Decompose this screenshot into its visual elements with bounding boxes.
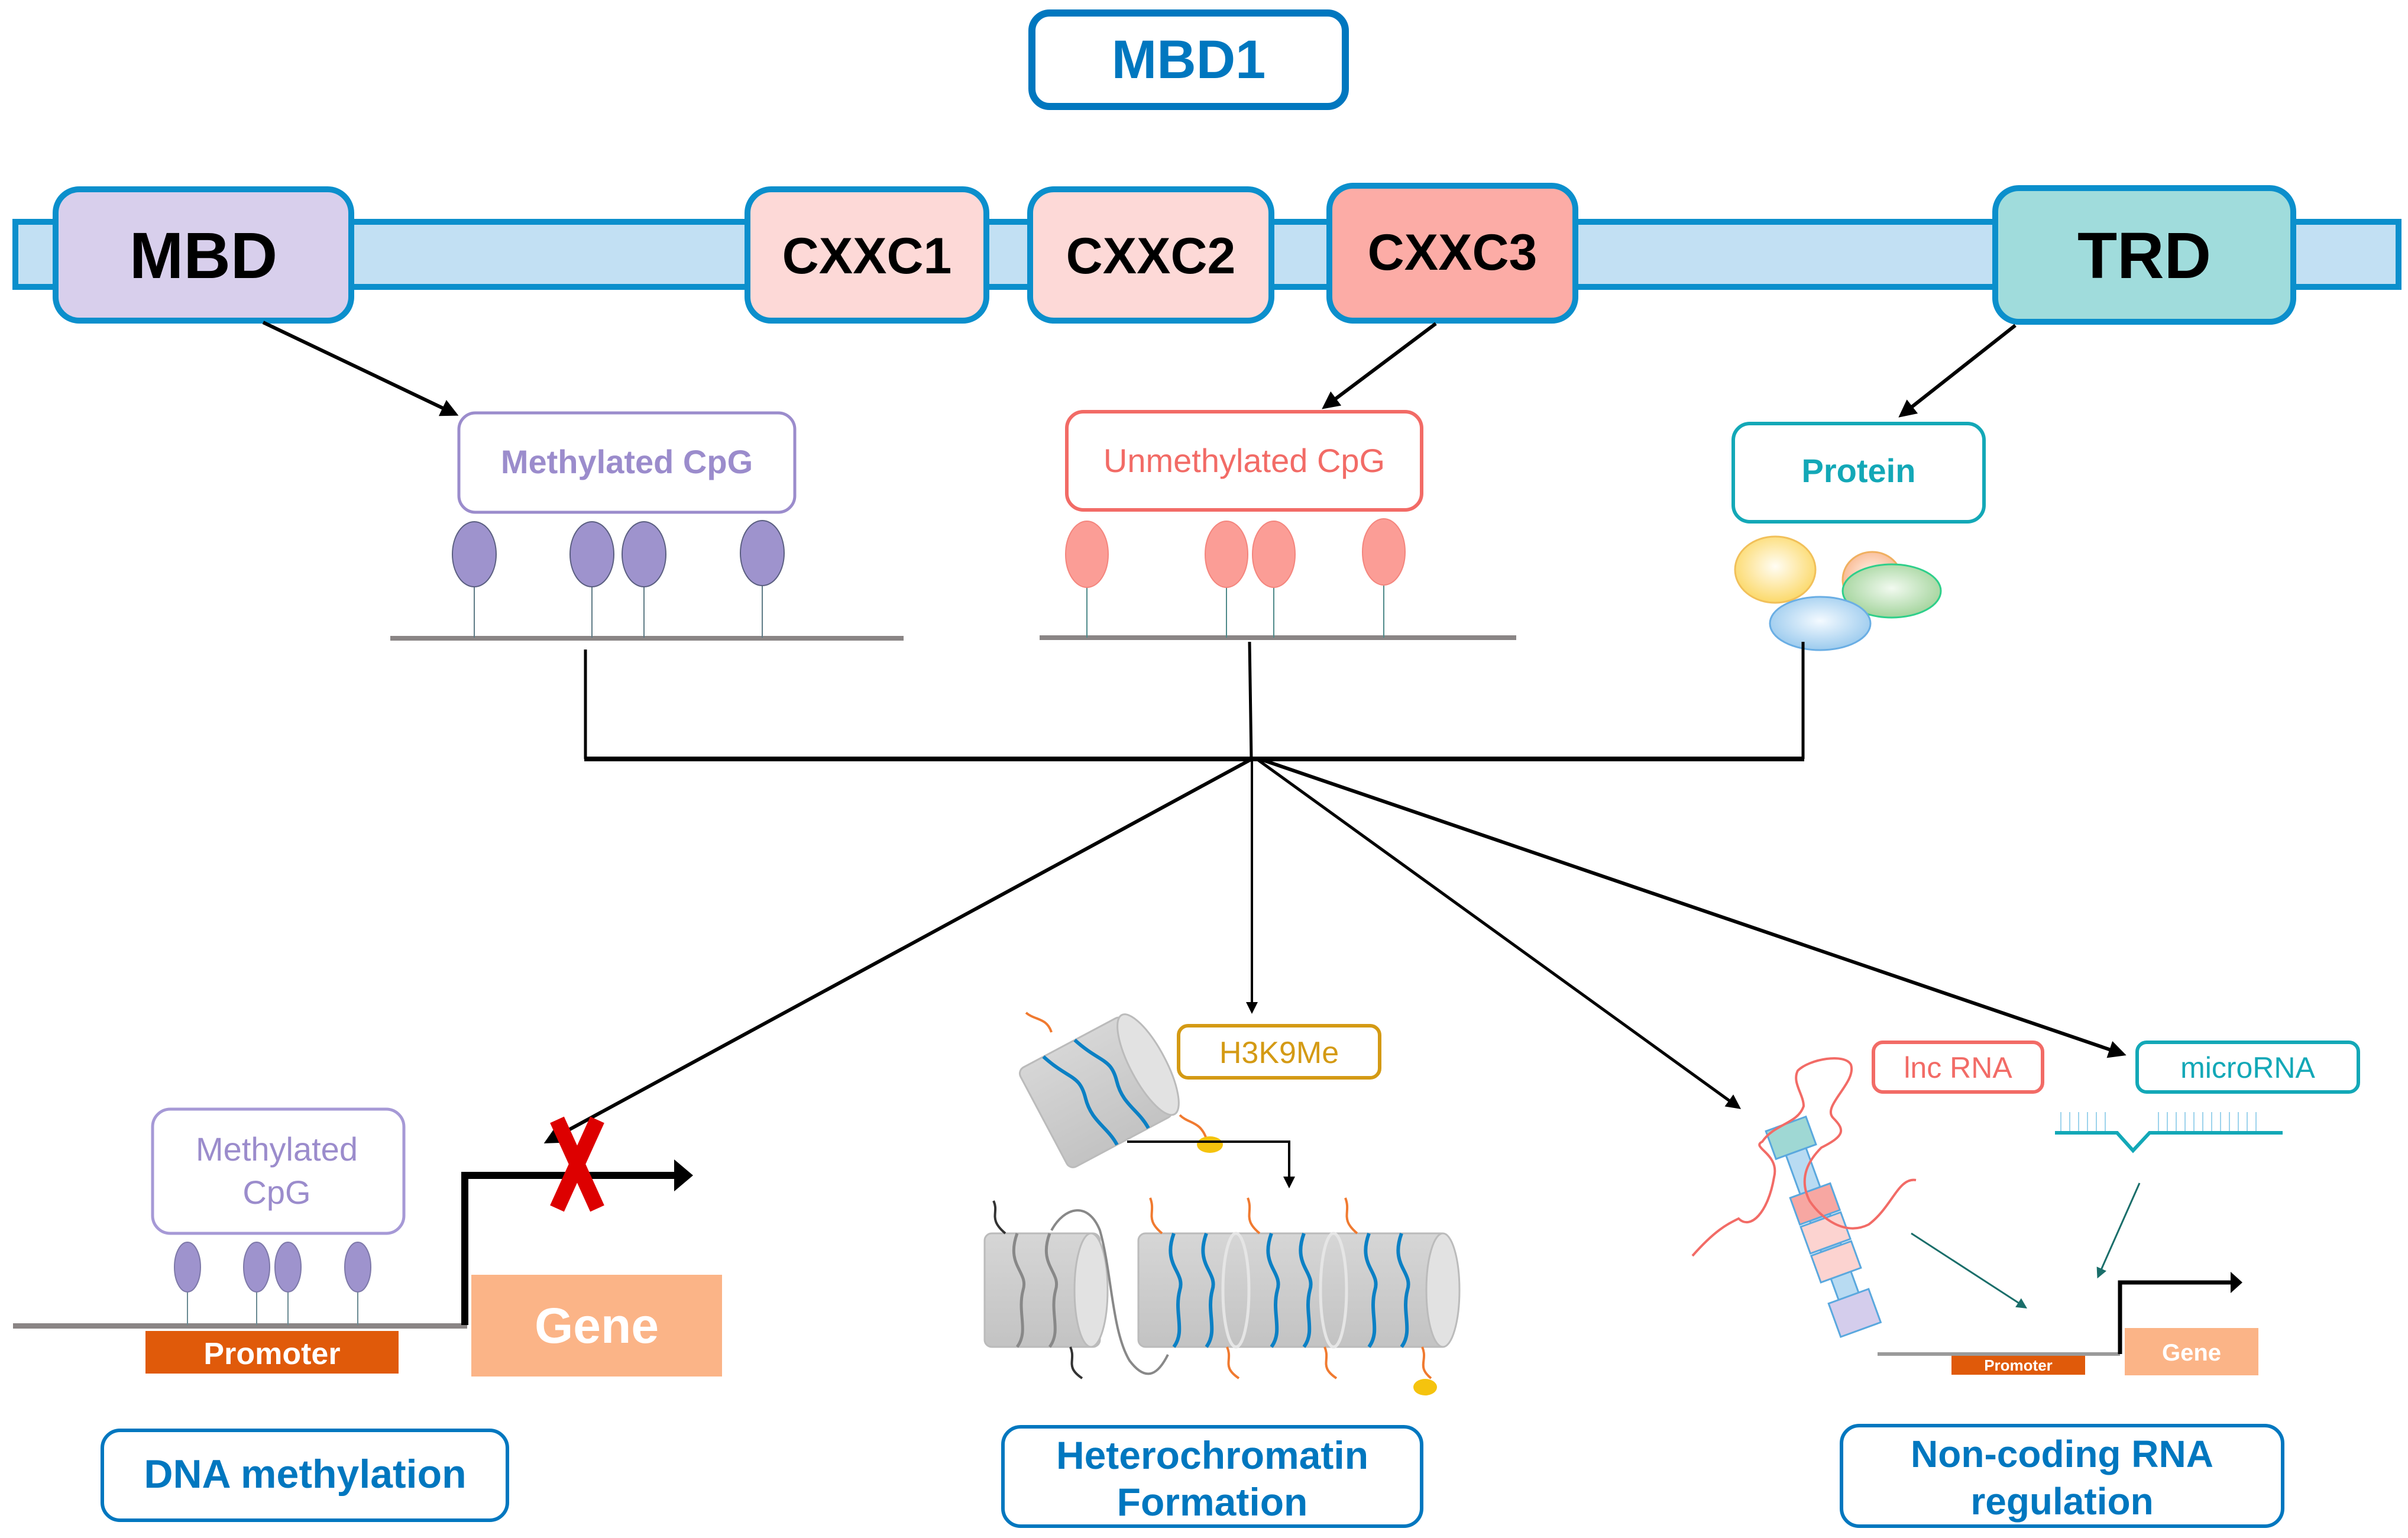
dna-gene-label: Gene	[535, 1298, 659, 1353]
lncrna-scaffold-icon	[1765, 1115, 1882, 1338]
dna-cpg-label-line2: CpG	[242, 1174, 310, 1211]
cpg-site	[1362, 518, 1406, 586]
ncrna-promoter-label: Promoter	[1984, 1356, 2053, 1374]
domain-trd: TRD	[1992, 185, 2296, 325]
arrow-lncrna-to-gene	[1911, 1232, 2028, 1308]
target-methylated-cpg: Methylated CpG	[457, 411, 797, 514]
arrow-to-microrna	[1259, 757, 2127, 1058]
target-protein: Protein	[1731, 422, 1986, 524]
cpg-site	[1252, 521, 1296, 588]
dna-methylation-title: DNA methylation	[144, 1452, 466, 1497]
convergence-bracket	[584, 641, 1805, 761]
methyl-group	[569, 521, 614, 587]
block-x-icon	[550, 1116, 604, 1212]
domain-cxxc2-label: CXXC2	[1066, 228, 1236, 285]
domain-trd-label: TRD	[2077, 219, 2211, 292]
arrow-trd-to-protein	[1898, 324, 2017, 418]
dna-promoter-label: Promoter	[203, 1337, 340, 1371]
heterochromatin-title-line1: Heterochromatin	[1056, 1433, 1368, 1477]
domain-cxxc1-label: CXXC1	[782, 228, 952, 285]
title-box: MBD1	[1028, 9, 1349, 110]
arrow-mbd-to-methylated	[262, 321, 459, 416]
lncrna-label: lnc RNA	[1904, 1051, 2012, 1084]
domain-cxxc1: CXXC1	[745, 186, 989, 324]
dna-methylation-panel: Methylated CpG Promoter Gene DNA methyla…	[13, 1107, 722, 1522]
methyl-group	[452, 521, 497, 587]
ncrna-gene-label: Gene	[2162, 1340, 2221, 1366]
arrow-to-lncrna	[1255, 757, 1742, 1109]
title-text: MBD1	[1112, 30, 1266, 90]
microrna-duplex-icon	[2055, 1112, 2283, 1154]
arrow-to-dna-methylation	[543, 757, 1253, 1143]
methyl-group	[740, 520, 785, 586]
cpg-site	[1065, 521, 1109, 588]
target-unmethylated-cpg: Unmethylated CpG	[1065, 410, 1423, 512]
arrow-cxxc3-to-unmethylated	[1322, 322, 1437, 409]
dna-cpg-label-line1: Methylated	[196, 1130, 358, 1168]
domain-mbd-label: MBD	[130, 219, 278, 292]
protein-complex-icon	[1734, 535, 1942, 651]
domain-mbd: MBD	[53, 186, 354, 324]
nucleosome-icon	[1019, 1013, 1180, 1168]
ncrna-gene-box	[2125, 1328, 2258, 1375]
h3k9me-label: H3K9Me	[1219, 1036, 1339, 1070]
domain-cxxc3-label: CXXC3	[1368, 224, 1538, 281]
arrow-microrna-to-gene	[2096, 1182, 2141, 1279]
methylated-cpg-strand	[390, 520, 904, 641]
heterochromatin-panel: H3K9Me	[983, 1012, 1461, 1528]
unmethylated-cpg-label: Unmethylated CpG	[1103, 442, 1385, 479]
chromatin-fiber-icon	[983, 1197, 1461, 1395]
microrna-label: microRNA	[2180, 1051, 2315, 1084]
methyl-group	[622, 521, 666, 587]
unmethylated-cpg-strand	[1040, 518, 1516, 640]
domain-cxxc3: CXXC3	[1326, 183, 1578, 324]
gene-box	[471, 1275, 722, 1377]
ncrna-promoter-box	[1951, 1356, 2085, 1375]
methylated-cpg-label: Methylated CpG	[501, 443, 753, 480]
ncrna-panel: lnc RNA microRNA	[1691, 1041, 2360, 1528]
cpg-site	[1205, 521, 1248, 588]
ncrna-title-line1: Non-coding RNA	[1911, 1433, 2213, 1475]
outcome-arrows	[543, 757, 2127, 1143]
ncrna-title-line2: regulation	[1970, 1480, 2153, 1523]
protein-label: Protein	[1802, 452, 1916, 489]
domain-cxxc2: CXXC2	[1027, 186, 1274, 324]
promoter-box	[145, 1331, 399, 1374]
heterochromatin-title-line2: Formation	[1117, 1480, 1308, 1524]
